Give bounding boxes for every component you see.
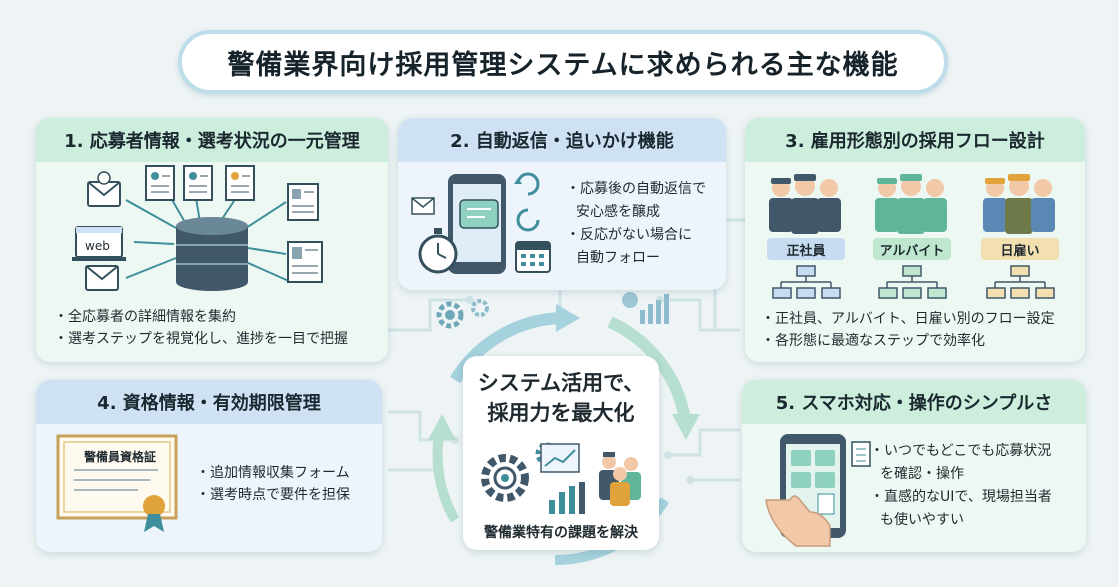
bullet-item: ・直感的なUIで、現場担当者 [870, 489, 1052, 505]
page-title: 警備業界向け採用管理システムに求められる主な機能 [178, 30, 948, 94]
email-icon [87, 171, 121, 207]
card-heading: 5. スマホ対応・操作のシンプルさ [742, 380, 1086, 424]
checklist-icon [851, 441, 871, 467]
calendar-icon [515, 241, 551, 273]
pie-icon [622, 292, 638, 308]
certificate-icon [56, 434, 178, 532]
workers-icon [599, 452, 641, 506]
bullet-list: ・いつでもどこでも応募状況 を確認・操作 ・直感的なUIで、現場担当者 も使いや… [870, 440, 1052, 532]
phone-hand-icon [765, 434, 846, 547]
workers-icon [983, 174, 1055, 234]
resume-icon [145, 165, 175, 201]
flowchart-icon [986, 265, 1055, 299]
gear-icon [481, 454, 529, 502]
card-qualification: 4. 資格情報・有効期限管理 警備員資格証 ・追加情報収集フォーム ・選考時点で… [36, 380, 382, 552]
chart-icon [640, 294, 669, 324]
applicant-data-illustration: web [72, 165, 323, 291]
flowchart-illustration [772, 265, 1055, 299]
center-title-line1: システム活用で、 [477, 371, 645, 395]
bullet-list: ・応募後の自動返信で 安心感を醸成 ・反応がない場合に 自動フォロー [566, 178, 706, 270]
bullet-item: を確認・操作 [880, 466, 964, 482]
center-illustration [481, 442, 641, 514]
bullet-item: 自動フォロー [576, 250, 660, 266]
gear-icon [436, 301, 464, 329]
bullet-list: ・正社員、アルバイト、日雇い別のフロー設定 ・各形態に最適なステップで効率化 [761, 308, 1055, 352]
workers-illustration [769, 174, 1055, 234]
bullet-item: 安心感を醸成 [576, 204, 660, 220]
refresh-icon [516, 208, 540, 232]
resume-icon [225, 165, 255, 201]
tag-daylabor: 日雇い [981, 238, 1059, 260]
resume-icon [183, 165, 213, 201]
tag-parttime: アルバイト [873, 238, 951, 260]
bullet-list: ・追加情報収集フォーム ・選考時点で要件を担保 [196, 462, 350, 506]
chat-icon [459, 199, 499, 229]
email-icon [85, 265, 119, 291]
flowchart-icon [772, 265, 841, 299]
bullet-item: ・各形態に最適なステップで効率化 [761, 333, 985, 349]
certificate-label: 警備員資格証 [84, 450, 157, 464]
workers-icon [769, 174, 841, 234]
bullet-item: ・全応募者の詳細情報を集約 [54, 309, 236, 325]
stopwatch-icon [418, 228, 458, 274]
email-icon [411, 197, 435, 215]
web-label: web [85, 239, 110, 253]
bullet-item: ・正社員、アルバイト、日雇い別のフロー設定 [761, 311, 1055, 327]
center-title: システム活用で、 採用力を最大化 [463, 368, 659, 428]
resume-icon [287, 241, 323, 283]
mobile-illustration [765, 434, 871, 547]
resume-icon [287, 183, 319, 221]
bullet-item: ・選考ステップを視覚化し、進捗を一目で把握 [54, 331, 348, 347]
bar-chart-icon [549, 482, 585, 514]
card-heading: 2. 自動返信・追いかけ機能 [398, 118, 726, 162]
card-employment-flow: 3. 雇用形態別の採用フロー設計 正 [745, 118, 1085, 362]
bullet-item: も使いやすい [880, 512, 964, 528]
center-summary: システム活用で、 採用力を最大化 [463, 356, 659, 550]
card-heading: 4. 資格情報・有効期限管理 [36, 380, 382, 424]
tag-fulltime: 正社員 [767, 238, 845, 260]
refresh-icon [514, 172, 540, 196]
workers-icon [875, 174, 947, 234]
chart-icon [540, 443, 580, 473]
card-mobile: 5. スマホ対応・操作のシンプルさ ・いつでもどこでも応募状況 を確認・操作 ・… [742, 380, 1086, 552]
certificate-illustration [56, 434, 178, 532]
bullet-item: ・応募後の自動返信で [566, 181, 706, 197]
card-heading: 1. 応募者情報・選考状況の一元管理 [36, 118, 388, 162]
bullet-item: ・選考時点で要件を担保 [196, 487, 350, 503]
flowchart-icon [878, 265, 947, 299]
center-title-line2: 採用力を最大化 [487, 401, 635, 425]
card-applicant-management: 1. 応募者情報・選考状況の一元管理 web [36, 118, 388, 362]
bullet-item: ・いつでもどこでも応募状況 [870, 443, 1052, 459]
bullet-item: ・追加情報収集フォーム [196, 465, 350, 481]
card-auto-reply: 2. 自動返信・追いかけ機能 [398, 118, 726, 290]
gear-icon [471, 299, 489, 317]
bullet-item: ・反応がない場合に [566, 227, 692, 243]
database-icon [176, 217, 248, 291]
card-heading: 3. 雇用形態別の採用フロー設計 [745, 118, 1085, 162]
web-icon [72, 226, 126, 261]
bullet-list: ・全応募者の詳細情報を集約 ・選考ステップを視覚化し、進捗を一目で把握 [54, 306, 348, 350]
center-subtitle: 警備業特有の課題を解決 [484, 525, 638, 541]
auto-reply-illustration [411, 172, 551, 274]
